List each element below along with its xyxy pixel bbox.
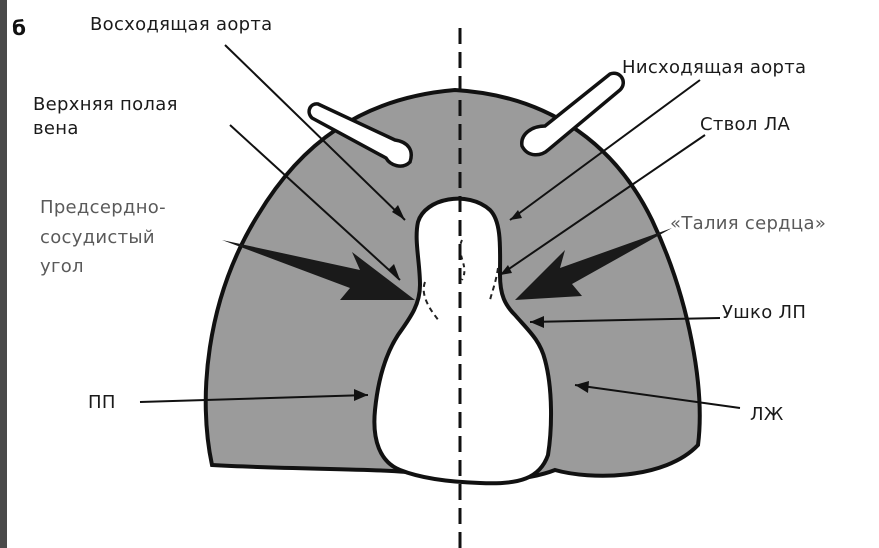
svc-label-line2: вена xyxy=(33,118,79,139)
svc-label-line1: Верхняя полая xyxy=(33,94,178,115)
cardiac-waist-label: «Талия сердца» xyxy=(670,213,826,234)
atriovascular-label-line3: угол xyxy=(40,256,84,277)
la-appendage-label: Ушко ЛП xyxy=(722,302,806,323)
atriovascular-label-line1: Предсердно- xyxy=(40,197,166,218)
lv-label: ЛЖ xyxy=(750,404,784,425)
panel-letter: б xyxy=(12,16,26,40)
atriovascular-label-line2: сосудистый xyxy=(40,227,155,248)
ra-label: ПП xyxy=(88,392,116,413)
descending-aorta-label: Нисходящая аорта xyxy=(622,57,806,78)
ascending-aorta-label: Восходящая аорта xyxy=(90,14,273,35)
pa-trunk-label: Ствол ЛА xyxy=(700,114,791,135)
